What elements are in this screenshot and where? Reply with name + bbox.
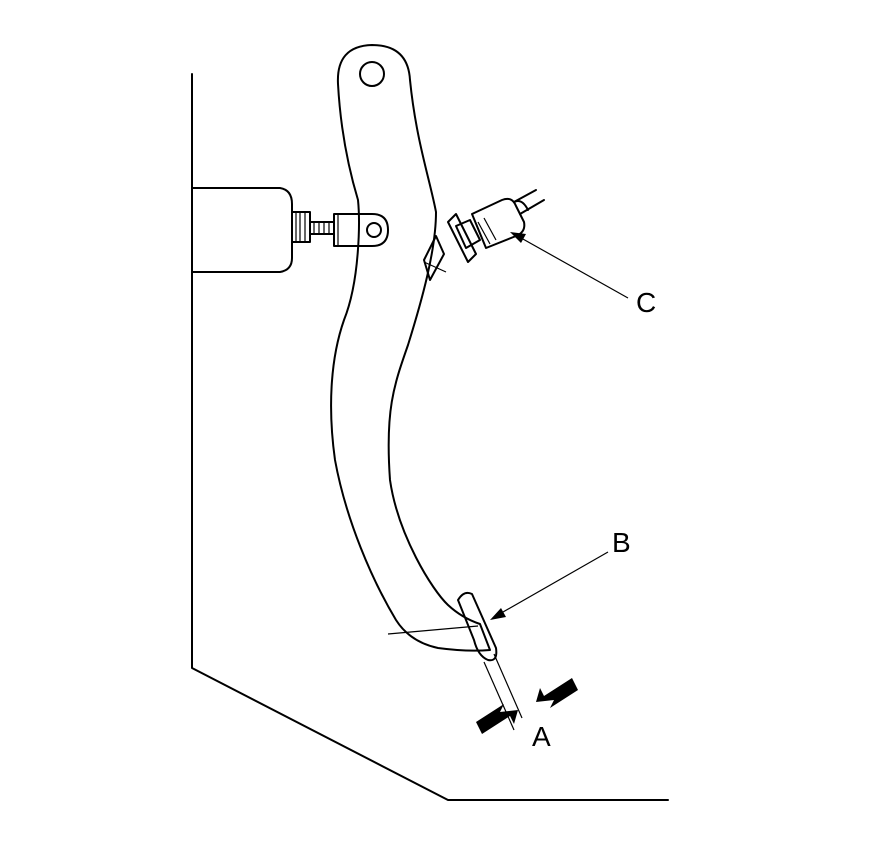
dimension-arrows [476,678,578,734]
brake-light-switch [423,189,545,281]
callout-label-b: B [612,527,631,558]
push-rod-clevis [309,213,389,247]
brake-pedal-arm [330,44,491,652]
leader-arrowhead-c-icon [510,232,526,243]
floor-outline [191,73,669,801]
leader-arrowhead-b-icon [490,608,506,620]
callout-label-c: C [636,287,656,318]
arrow-left-icon [476,704,518,734]
leader-lines [490,232,629,620]
leader-line-b [495,551,609,617]
brake-booster [191,187,311,273]
leader-line-c [513,233,629,299]
callout-label-a: A [532,721,551,752]
pedal-pad [457,591,498,662]
arrow-right-icon [536,678,578,708]
pedal-height-reference-lines [387,625,523,731]
